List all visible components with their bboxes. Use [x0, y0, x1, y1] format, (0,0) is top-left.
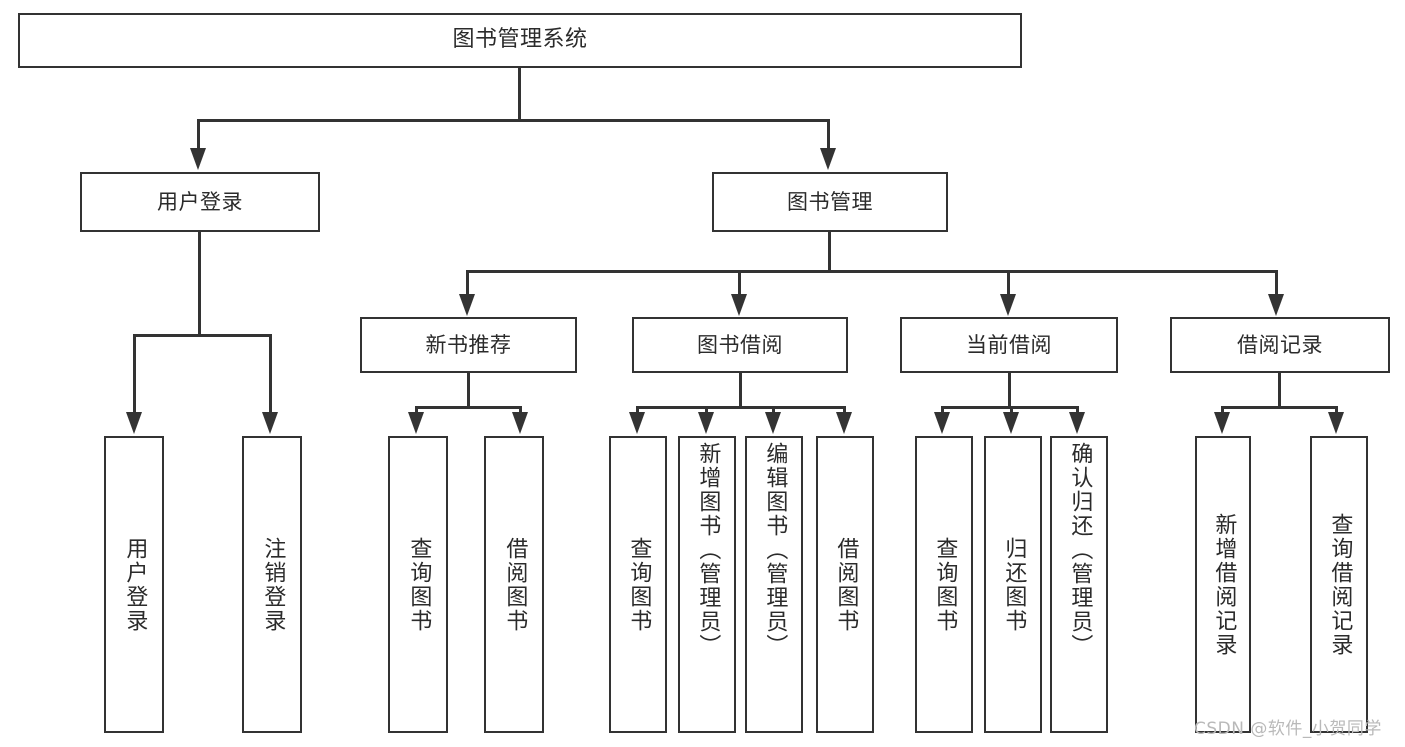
arrow-current-to-leaf3	[1069, 412, 1085, 434]
arrow-bookmgmt-to-current	[1000, 294, 1016, 316]
connector-bookmgmt-bar	[466, 270, 1278, 273]
connector-record-bar	[1221, 406, 1338, 409]
node-label: 图书借阅	[697, 332, 783, 357]
connector-root-to-bookmgmt	[827, 119, 830, 152]
arrow-root-to-userlogin	[190, 148, 206, 170]
connector-bookmgmt-stem	[828, 232, 831, 272]
connector-userlogin-bar	[133, 334, 271, 337]
connector-userlogin-to-leaf1	[133, 334, 136, 416]
leaf-add-book-admin[interactable]: 新增图书（管理员）	[678, 436, 736, 733]
arrow-bookmgmt-to-record	[1268, 294, 1284, 316]
node-label: 注销登录	[260, 536, 286, 633]
node-root-system[interactable]: 图书管理系统	[18, 13, 1022, 68]
leaf-add-borrow-record[interactable]: 新增借阅记录	[1195, 436, 1251, 733]
leaf-logout[interactable]: 注销登录	[242, 436, 302, 733]
leaf-edit-book-admin[interactable]: 编辑图书（管理员）	[745, 436, 803, 733]
leaf-query-book-newbook[interactable]: 查询图书	[388, 436, 448, 733]
connector-userlogin-to-leaf2	[269, 334, 272, 416]
connector-newbook-stem	[467, 373, 470, 409]
node-label: 查询图书	[932, 536, 958, 633]
node-label: 借阅图书	[502, 536, 528, 633]
node-label: 当前借阅	[966, 332, 1052, 357]
node-label: 图书管理	[787, 189, 873, 214]
connector-bookmgmt-to-borrow	[738, 270, 741, 298]
node-label: 查询图书	[626, 536, 652, 633]
leaf-borrow-book-newbook[interactable]: 借阅图书	[484, 436, 544, 733]
node-label: 归还图书	[1001, 536, 1027, 633]
arrow-bookmgmt-to-borrow	[731, 294, 747, 316]
leaf-user-login[interactable]: 用户登录	[104, 436, 164, 733]
node-label: 借阅记录	[1237, 332, 1323, 357]
connector-userlogin-stem	[198, 232, 201, 336]
arrow-current-to-leaf2	[1003, 412, 1019, 434]
arrow-borrow-to-leaf3	[765, 412, 781, 434]
leaf-borrow-book[interactable]: 借阅图书	[816, 436, 874, 733]
connector-borrow-stem	[739, 373, 742, 409]
leaf-confirm-return-admin[interactable]: 确认归还（管理员）	[1050, 436, 1108, 733]
node-label: 借阅图书	[833, 536, 859, 633]
connector-record-stem	[1278, 373, 1281, 409]
arrow-record-to-leaf2	[1328, 412, 1344, 434]
node-label: 图书管理系统	[452, 27, 588, 53]
arrow-newbook-to-leaf1	[408, 412, 424, 434]
connector-bookmgmt-to-newbook	[466, 270, 469, 298]
arrow-borrow-to-leaf4	[836, 412, 852, 434]
arrow-userlogin-to-leaf2	[262, 412, 278, 434]
node-label: 查询借阅记录	[1327, 512, 1353, 657]
arrow-userlogin-to-leaf1	[126, 412, 142, 434]
node-label: 新书推荐	[425, 332, 512, 357]
connector-current-stem	[1008, 373, 1011, 409]
connector-root-stem	[518, 68, 521, 121]
connector-root-bar	[197, 119, 829, 122]
node-borrow-record[interactable]: 借阅记录	[1170, 317, 1390, 373]
connector-root-to-userlogin	[197, 119, 200, 152]
leaf-return-book[interactable]: 归还图书	[984, 436, 1042, 733]
connector-bookmgmt-to-current	[1007, 270, 1010, 298]
connector-bookmgmt-to-record	[1275, 270, 1278, 298]
arrow-record-to-leaf1	[1214, 412, 1230, 434]
node-new-book-recommend[interactable]: 新书推荐	[360, 317, 577, 373]
node-label: 编辑图书（管理员）	[762, 442, 788, 658]
connector-newbook-bar	[415, 406, 522, 409]
node-book-management[interactable]: 图书管理	[712, 172, 948, 232]
node-label: 新增借阅记录	[1211, 512, 1237, 657]
leaf-query-book-current[interactable]: 查询图书	[915, 436, 973, 733]
node-user-login[interactable]: 用户登录	[80, 172, 320, 232]
node-label: 用户登录	[157, 189, 243, 214]
arrow-root-to-bookmgmt	[820, 148, 836, 170]
node-label: 查询图书	[406, 536, 432, 633]
arrow-borrow-to-leaf1	[629, 412, 645, 434]
watermark-text: CSDN @软件_小贺同学	[1194, 719, 1382, 739]
node-current-borrow[interactable]: 当前借阅	[900, 317, 1118, 373]
node-label: 确认归还（管理员）	[1067, 442, 1093, 658]
arrow-newbook-to-leaf2	[512, 412, 528, 434]
leaf-query-book-borrow[interactable]: 查询图书	[609, 436, 667, 733]
node-label: 用户登录	[122, 536, 148, 633]
arrow-borrow-to-leaf2	[698, 412, 714, 434]
arrow-bookmgmt-to-newbook	[459, 294, 475, 316]
leaf-query-borrow-record[interactable]: 查询借阅记录	[1310, 436, 1368, 733]
connector-borrow-bar	[636, 406, 846, 409]
arrow-current-to-leaf1	[934, 412, 950, 434]
node-book-borrow[interactable]: 图书借阅	[632, 317, 848, 373]
node-label: 新增图书（管理员）	[695, 442, 721, 658]
